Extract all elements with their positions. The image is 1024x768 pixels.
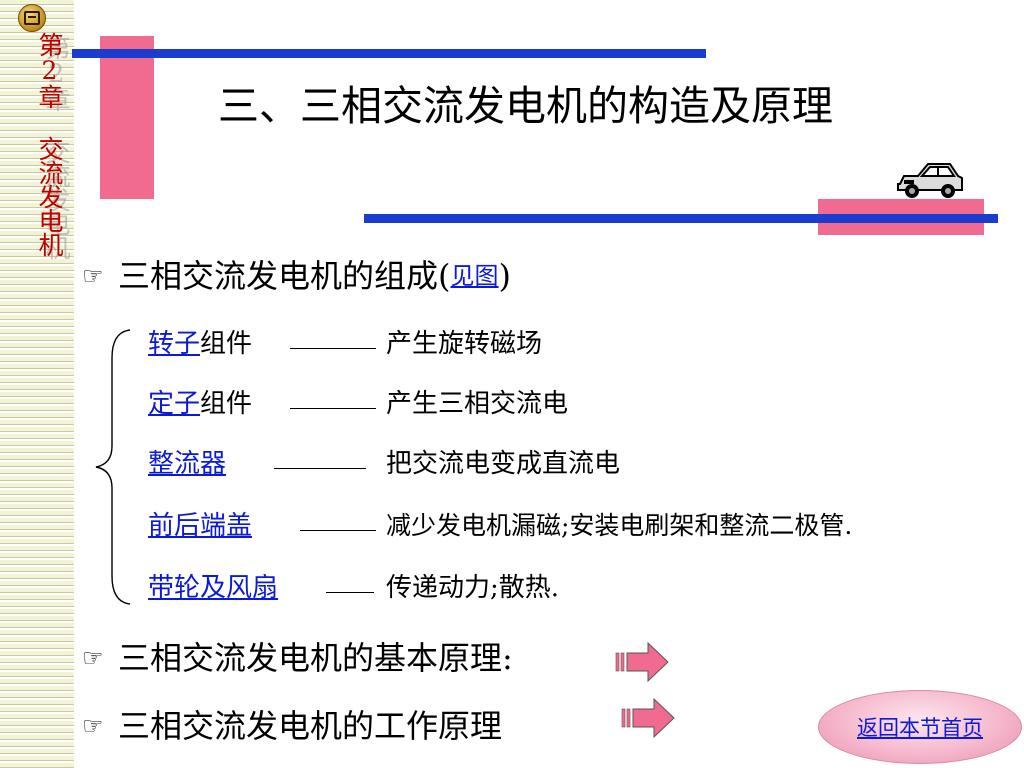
composition-close: ) [498, 257, 511, 295]
decor-pink-vertical [100, 36, 154, 199]
connector-line [290, 348, 376, 349]
pointing-hand-icon: ☞ [82, 712, 104, 740]
back-to-section-home-button[interactable]: 返回本节首页 [818, 690, 1022, 764]
connector-line [290, 408, 376, 409]
connector-line [274, 468, 366, 469]
component-name: 带轮及风扇 [148, 570, 278, 606]
component-name: 整流器 [148, 446, 226, 482]
component-name: 前后端盖 [148, 508, 252, 544]
connector-line [300, 530, 376, 531]
home-glyph [24, 11, 40, 25]
sidebar [0, 0, 74, 768]
connector-line [326, 592, 374, 593]
component-name: 定子组件 [148, 386, 252, 422]
pulley-fan-link[interactable]: 带轮及风扇 [148, 573, 279, 603]
rectifier-link[interactable]: 整流器 [148, 449, 227, 479]
pointing-hand-icon: ☞ [82, 262, 104, 290]
working-principle-text: 三相交流发电机的工作原理 [118, 707, 503, 745]
working-principle-arrow-icon[interactable] [620, 696, 676, 740]
composition-text: 三相交流发电机的组成( [118, 257, 451, 295]
working-principle-bullet: ☞ 三相交流发电机的工作原理 [82, 706, 502, 746]
rotor-link[interactable]: 转子 [148, 329, 201, 359]
pointing-hand-icon: ☞ [82, 644, 104, 672]
component-function: 传递动力;散热. [386, 573, 560, 603]
composition-bullet: ☞ 三相交流发电机的组成(见图) [82, 256, 511, 296]
basic-principle-text: 三相交流发电机的基本原理: [118, 639, 513, 677]
left-brace-icon [95, 329, 131, 605]
component-name: 转子组件 [148, 326, 252, 362]
chapter-label: 第2章 交流发电机 [35, 32, 64, 256]
component-function: 产生旋转磁场 [386, 329, 543, 359]
see-figure-link[interactable]: 见图 [450, 262, 499, 290]
car-icon [897, 163, 963, 198]
component-suffix: 组件 [200, 389, 253, 419]
basic-principle-arrow-icon[interactable] [614, 640, 670, 684]
component-suffix: 组件 [200, 329, 253, 359]
component-function: 把交流电变成直流电 [386, 449, 621, 479]
stator-link[interactable]: 定子 [148, 389, 201, 419]
component-function: 减少发电机漏磁;安装电刷架和整流二极管. [386, 511, 853, 540]
home-badge-icon[interactable] [18, 4, 46, 32]
slide-title: 三、三相交流发电机的构造及原理 [218, 82, 833, 130]
decor-blue-top [72, 49, 706, 58]
decor-blue-bottom [364, 214, 998, 223]
end-covers-link[interactable]: 前后端盖 [148, 511, 253, 541]
basic-principle-bullet: ☞ 三相交流发电机的基本原理: [82, 638, 513, 678]
component-function: 产生三相交流电 [386, 389, 569, 419]
